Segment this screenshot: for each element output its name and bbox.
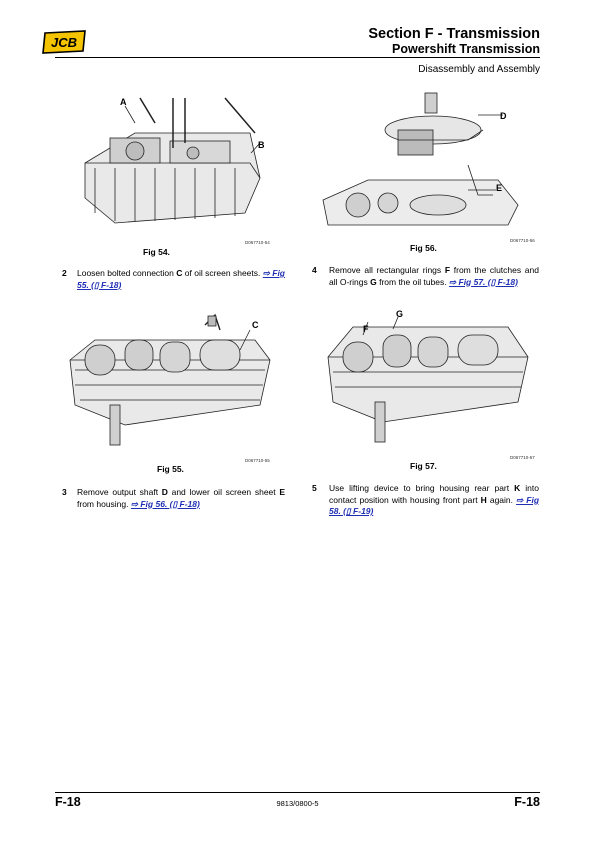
callout-d: D [500,111,507,121]
step-3-text: Remove output shaft D and lower oil scre… [77,487,285,509]
callout-a: A [120,97,127,107]
figure-55-code: D067710-55 [245,458,270,463]
callout-b: B [258,140,265,150]
step-3-figure-link[interactable]: ⇨ Fig 56. (▯ F-18) [130,498,200,509]
step-5-figure-link[interactable]: ⇨ Fig 58. (▯ F-19) [329,494,540,517]
page-number-right: F-18 [514,795,540,809]
step-4-text: Remove all rectangular rings F from the … [329,265,539,287]
callout-f: F [363,324,369,334]
callout-g: G [396,309,403,319]
figure-57-caption: Fig 57. [410,461,437,471]
step-2-number: 2 [62,268,67,278]
svg-text:JCB: JCB [51,35,77,50]
figure-56: D E [318,85,533,235]
section-title: Section F - Transmission [368,26,540,42]
figure-54-code: D067710-54 [245,240,270,245]
step-2-figure-link[interactable]: ⇨ Fig 55. (▯ F-18) [77,268,285,290]
figure-57: F G [323,307,535,457]
step-3-number: 3 [62,487,67,497]
footer-rule [55,792,540,793]
figure-54: A B [75,93,275,243]
callout-c: C [252,320,259,330]
step-2-text: Loosen bolted connection C of oil screen… [77,268,285,290]
step-4-number: 4 [312,265,317,275]
jcb-logo: JCB [42,30,88,54]
figure-57-code: D067710-57 [510,455,535,460]
figure-55: C [65,310,277,460]
figure-54-caption: Fig 54. [143,247,170,257]
step-5-number: 5 [312,483,317,493]
step-4-figure-link[interactable]: ⇨ Fig 57. (▯ F-18) [449,276,518,287]
figure-56-code: D067710-56 [510,238,535,243]
callout-e: E [496,183,502,193]
figure-55-caption: Fig 55. [157,464,184,474]
figure-56-caption: Fig 56. [410,243,437,253]
document-number: 9813/0800-5 [276,799,319,808]
section-subtitle: Powershift Transmission [392,42,540,56]
step-5-text: Use lifting device to bring housing rear… [329,483,540,517]
header-rule [55,57,540,58]
page-number-left: F-18 [55,795,81,809]
topic-label: Disassembly and Assembly [418,64,540,75]
